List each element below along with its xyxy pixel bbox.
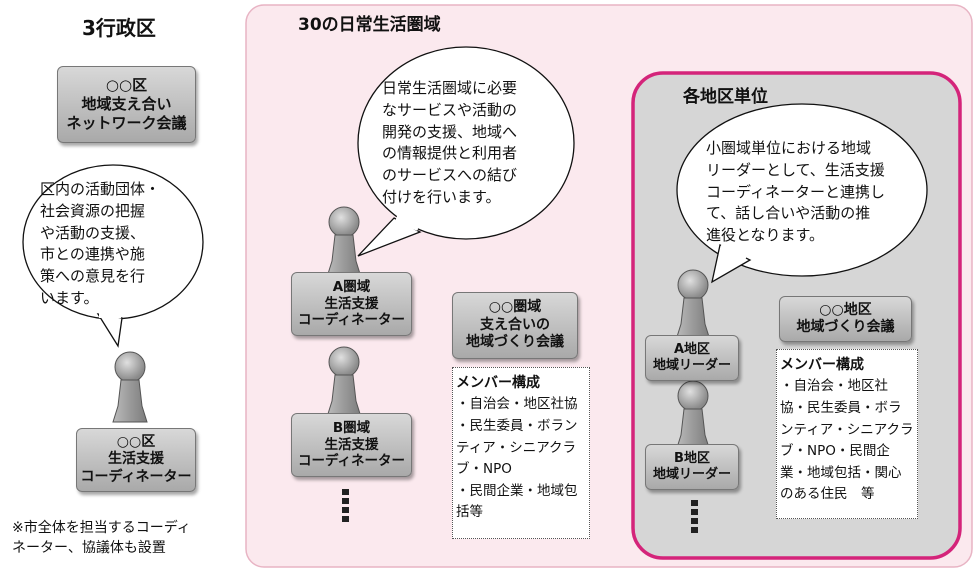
member-list-line: ・自治会・地区社 (780, 378, 888, 395)
citywide-note: ※市全体を担当するコーディ ネーター、協議体も設置 (12, 518, 191, 559)
left-bubble-line: 社会資源の把握 (40, 201, 146, 220)
member-list-line: ンティア・シニアクラ (780, 421, 914, 438)
district-b-leader-box: B地区 地域リーダー (645, 444, 739, 490)
member-list-title: メンバー構成 (456, 375, 540, 391)
right-heading: 各地区単位 (683, 87, 768, 107)
left-bubble-line: います。 (40, 288, 99, 307)
person-icon (675, 380, 711, 452)
ward-coordinator-line: コーディネーター (80, 468, 192, 485)
area-member-list: メンバー構成 ・自治会・地区社協 ・民生委員・ボラン ティア・シニアクラ ブ・N… (452, 367, 590, 539)
member-list-line: ・自治会・地区社協 (456, 396, 578, 413)
right-bubble-line: て、話し合いや活動の推 (706, 204, 871, 223)
left-bubble-line: 策への意見を行 (40, 267, 146, 285)
district-b-leader-line: B地区 (674, 450, 710, 466)
middle-bubble-line: 日常生活圏域に必要 (382, 79, 518, 97)
left-bubble-line: 区内の活動団体・ (40, 180, 161, 198)
person-icon (326, 206, 362, 278)
member-list-line: 業・地域包括・関心 (780, 464, 902, 481)
middle-bubble-line: の情報提供と利用者 (382, 144, 518, 163)
member-list-line: ティア・シニアクラ (456, 439, 577, 456)
member-list-line: ブ・NPO・民間企 (780, 443, 890, 460)
ward-council-line: ○○区 (105, 76, 148, 95)
area-b-coordinator-line: B圏域 (332, 419, 371, 436)
middle-bubble-line: 開発の支援、地域へ (382, 122, 518, 141)
note-line: ※市全体を担当するコーディ (12, 520, 191, 536)
district-a-leader-line: A地区 (673, 341, 711, 357)
ward-council-line: ネットワーク会議 (66, 113, 187, 132)
member-list-line: ・民生委員・ボラン (456, 417, 578, 434)
right-bubble-line: 進役となります。 (706, 226, 825, 244)
middle-bubble-line: 付けを行います。 (382, 187, 501, 206)
middle-bubble-text: 日常生活圏域に必要 なサービスや活動の 開発の支援、地域へ の情報提供と利用者 … (382, 78, 558, 209)
area-a-coordinator-line: コーディネーター (297, 312, 406, 329)
right-bubble-line: 小圏域単位における地域 (706, 139, 872, 157)
member-list-line: 協・民生委員・ボラ (780, 399, 902, 416)
district-council-line: 地域づくり会議 (796, 319, 895, 335)
area-a-coordinator-line: A圏域 (332, 278, 371, 295)
more-indicator (691, 500, 699, 536)
person-icon (112, 351, 148, 423)
district-a-leader-line: 地域リーダー (652, 358, 731, 373)
left-bubble-line: 市との連携や施 (40, 245, 145, 264)
member-list-line: のある住民 等 (780, 486, 875, 503)
area-a-coordinator-box: A圏域 生活支援 コーディネーター (291, 272, 412, 336)
area-council-line: 支え合いの (480, 316, 550, 333)
area-council-line: 地域づくり会議 (466, 334, 564, 351)
district-a-leader-box: A地区 地域リーダー (645, 335, 739, 381)
note-line: ネーター、協議体も設置 (12, 540, 166, 557)
right-bubble-line: リーダーとして、生活支援 (706, 160, 885, 179)
left-heading: 3行政区 (82, 16, 156, 40)
ward-network-council-box: ○○区 地域支え合い ネットワーク会議 (57, 66, 196, 143)
district-council-box: ○○地区 地域づくり会議 (779, 296, 912, 342)
member-list-title: メンバー構成 (780, 357, 864, 373)
area-council-line: ○○圏域 (488, 299, 542, 316)
area-council-box: ○○圏域 支え合いの 地域づくり会議 (452, 292, 578, 359)
right-bubble-text: 小圏域単位における地域 リーダーとして、生活支援 コーディネーターと連携し て、… (706, 138, 911, 247)
middle-speech-bubble (357, 46, 575, 240)
middle-bubble-line: のサービスへの結び (382, 166, 518, 184)
right-speech-bubble (676, 103, 928, 277)
area-b-coordinator-box: B圏域 生活支援 コーディネーター (291, 413, 412, 477)
area-b-coordinator-line: コーディネーター (297, 453, 406, 470)
district-b-leader-line: 地域リーダー (652, 467, 731, 482)
person-icon (326, 346, 362, 418)
left-bubble-line: や活動の支援、 (40, 223, 146, 242)
member-list-line: ・民間企業・地域包 (456, 482, 578, 499)
ward-council-line: 地域支え合い (81, 95, 172, 114)
ward-coordinator-box: ○○区 生活支援 コーディネーター (76, 428, 196, 492)
member-list-line: 括等 (456, 504, 483, 521)
right-bubble-line: コーディネーターと連携し (706, 182, 885, 201)
middle-heading: 30の日常生活圏域 (298, 15, 441, 35)
district-member-list: メンバー構成 ・自治会・地区社 協・民生委員・ボラ ンティア・シニアクラ ブ・N… (776, 349, 918, 519)
middle-bubble-line: なサービスや活動の (382, 100, 518, 119)
left-bubble-text: 区内の活動団体・ 社会資源の把握 や活動の支援、 市との連携や施 策への意見を行… (40, 179, 192, 310)
area-a-coordinator-line: 生活支援 (324, 295, 379, 312)
more-indicator (342, 489, 350, 525)
district-council-line: ○○地区 (819, 301, 872, 318)
ward-coordinator-line: ○○区 (116, 433, 156, 450)
area-b-coordinator-line: 生活支援 (324, 436, 379, 453)
ward-coordinator-line: 生活支援 (108, 451, 164, 468)
member-list-line: ブ・NPO (456, 461, 512, 478)
